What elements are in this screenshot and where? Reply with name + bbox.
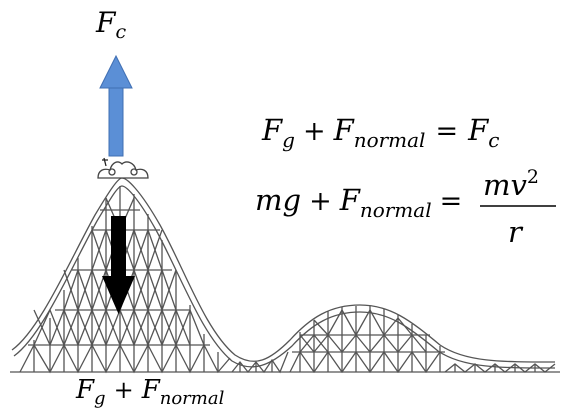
fraction-denominator: r [508,215,524,249]
track-rail-inner [13,185,556,369]
equation-line-1: Fg+Fnormal=Fc [261,113,499,152]
up-arrow-head [99,54,133,89]
centripetal-force-arrow [99,54,133,157]
down-arrow-shaft [111,216,126,276]
down-arrow-head [102,276,135,314]
equation-2-lhs: mg+Fnormal= [255,183,462,222]
equation-line-2: mg+Fnormal= mv2 r [255,166,556,249]
fraction-numerator: mv2 [483,166,539,202]
up-arrow-shaft [108,87,124,157]
centripetal-force-label: Fc [95,6,126,43]
coaster-car [97,157,149,179]
gravity-normal-force-arrow [102,216,135,314]
gravity-normal-force-label: Fg+Fnormal [75,375,225,409]
track-rail-outer [11,177,556,363]
